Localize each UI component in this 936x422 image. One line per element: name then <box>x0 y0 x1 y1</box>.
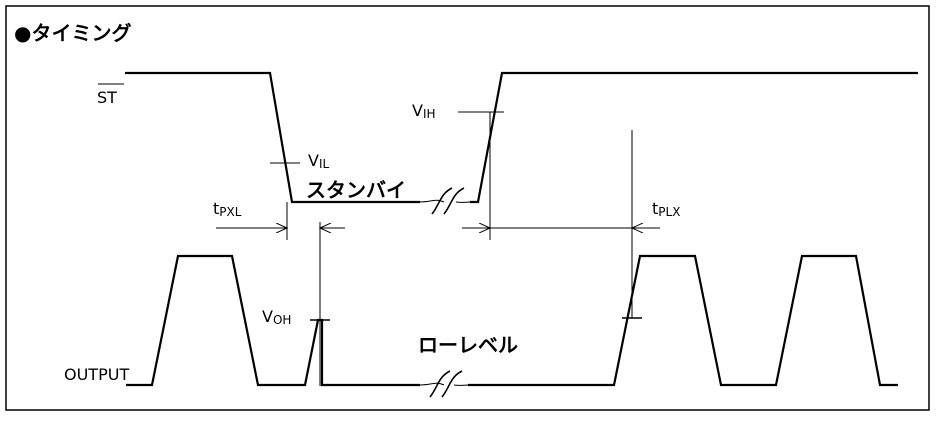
tpxl-label: tPXL <box>213 199 242 219</box>
st-signal-label: ST <box>97 88 117 107</box>
voh-label: VOH <box>262 307 291 327</box>
low-level-label: ローレベル <box>418 333 518 357</box>
st-waveform-right <box>470 71 918 204</box>
diagram-frame <box>5 5 930 411</box>
break-mark-icon <box>419 187 471 215</box>
vih-label: VIH <box>412 101 436 121</box>
standby-label: スタンバイ <box>306 178 406 202</box>
break-mark-icon <box>419 370 469 398</box>
output-waveform-left <box>126 254 420 387</box>
st-waveform-left <box>125 71 420 204</box>
vil-label: VIL <box>308 151 329 171</box>
tplx-label: tPLX <box>652 199 680 219</box>
diagram-title: ●タイミング <box>14 21 131 45</box>
output-signal-label: OUTPUT <box>64 365 129 384</box>
output-waveform-right <box>468 254 898 387</box>
